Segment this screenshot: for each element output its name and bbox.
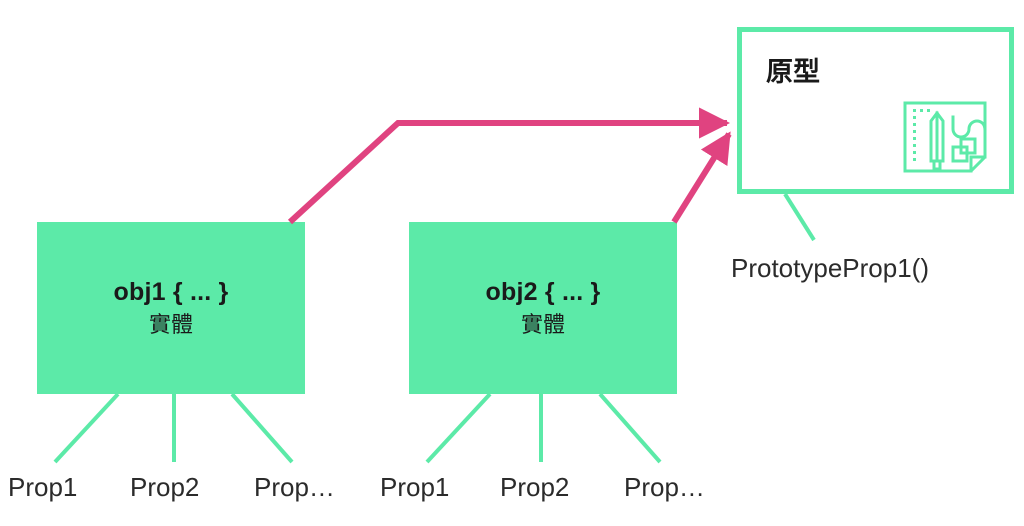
leaf-label-obj2-prop3: Prop… (624, 472, 705, 502)
connector-obj1-prop3 (230, 392, 294, 464)
arrow-obj1-to-prototype (287, 107, 731, 225)
arrow-obj2-to-prototype (671, 131, 732, 224)
instance-title-obj2: obj2 { ... } (485, 277, 601, 306)
instance-subtitle-obj1: 實體 (148, 311, 193, 337)
instance-subtitle-obj2: 實體 (520, 311, 565, 337)
leaf-label-obj2-prop1: Prop1 (380, 472, 450, 502)
prototype-box[interactable]: 原型 (737, 27, 1014, 194)
instance-title-obj1: obj1 { ... } (113, 277, 229, 306)
connector-obj2-prop1 (425, 392, 492, 464)
prototype-prop-label: PrototypeProp1() (731, 253, 929, 283)
leaf-label-obj1-prop2: Prop2 (130, 472, 200, 502)
prototype-blueprint-icon (903, 101, 987, 173)
leaf-label-obj1-prop3: Prop… (254, 472, 335, 502)
instance-box-obj1[interactable]: obj1 { ... } 實體 (37, 222, 305, 394)
leaf-label-obj1-prop1: Prop1 (8, 472, 78, 502)
instance-box-obj2[interactable]: obj2 { ... } 實體 (409, 222, 677, 394)
connector-obj1-prop1 (53, 392, 120, 464)
connector-obj2-prop3 (598, 392, 662, 464)
connector-prototype-prop (783, 192, 816, 242)
leaf-label-obj2-prop2: Prop2 (500, 472, 570, 502)
prototype-title: 原型 (766, 57, 820, 87)
